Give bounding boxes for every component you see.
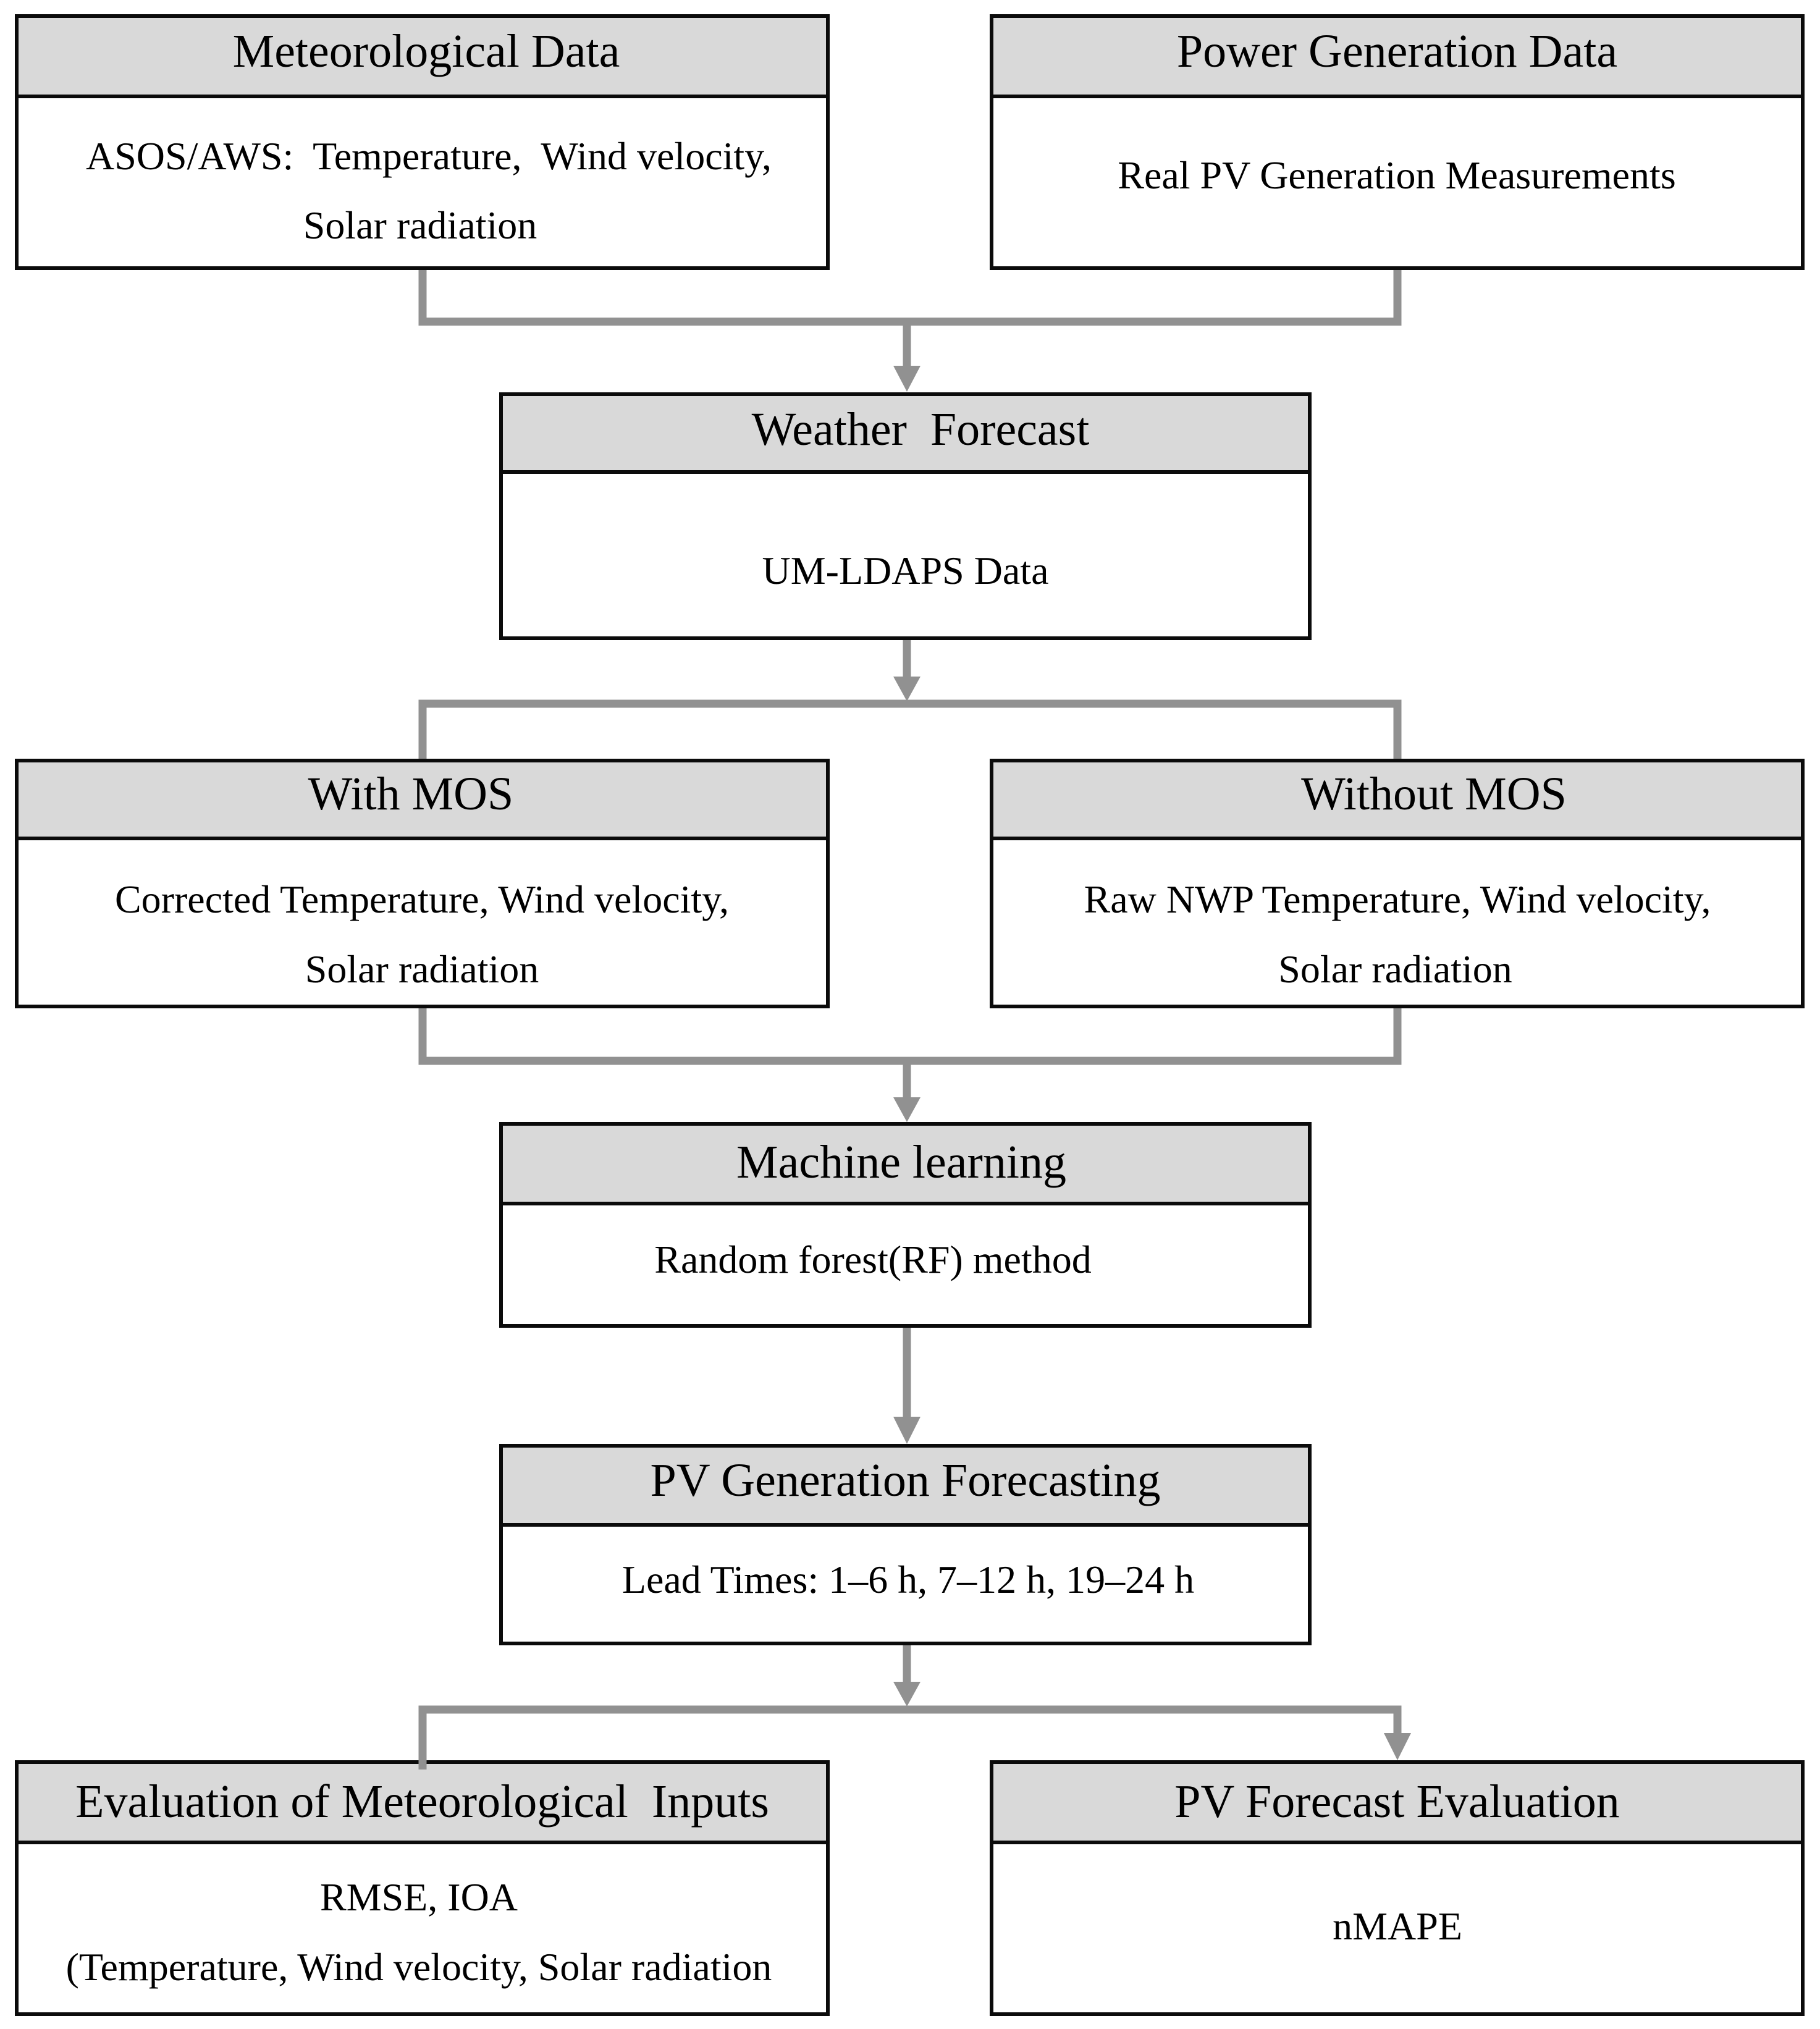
svg-text:Machine learning: Machine learning [736,1136,1066,1188]
svg-text:Without MOS: Without MOS [1301,768,1567,820]
svg-text:PV Forecast Evaluation: PV Forecast Evaluation [1174,1776,1619,1828]
svg-text:Solar radiation: Solar radiation [1278,947,1512,991]
svg-text:PV Generation Forecasting: PV Generation Forecasting [651,1454,1161,1506]
svg-text:Random forest(RF) method: Random forest(RF) method [654,1238,1091,1281]
svg-text:Power Generation Data: Power Generation Data [1177,25,1617,77]
svg-text:UM-LDAPS Data: UM-LDAPS Data [762,549,1049,593]
svg-text:With MOS: With MOS [308,768,514,820]
svg-text:(Temperature, Wind velocity, S: (Temperature, Wind velocity, Solar radia… [66,1945,772,1989]
svg-text:Corrected Temperature, Wind ve: Corrected Temperature, Wind velocity, [115,877,729,921]
svg-text:Raw NWP Temperature, Wind velo: Raw NWP Temperature, Wind velocity, [1084,877,1711,921]
svg-text:ASOS/AWS: Temperature, Wind: ASOS/AWS: Temperature, Wind velocity, [86,134,772,178]
svg-text:Real PV Generation Measurement: Real PV Generation Measurements [1118,153,1675,197]
svg-text:Lead Times: 1–6 h, 7–12 h, 19–: Lead Times: 1–6 h, 7–12 h, 19–24 h [622,1558,1194,1601]
svg-text:Solar radiation: Solar radiation [305,947,539,991]
svg-text:Meteorological Data: Meteorological Data [233,25,620,77]
svg-text:nMAPE: nMAPE [1333,1904,1462,1948]
svg-text:Evaluation of Meteorological: Evaluation of Meteorological Inputs [75,1776,769,1828]
svg-text:RMSE, IOA: RMSE, IOA [320,1875,518,1919]
svg-text:Weather Forecast: Weather Forecast [752,403,1090,455]
svg-text:Solar radiation: Solar radiation [303,203,537,247]
